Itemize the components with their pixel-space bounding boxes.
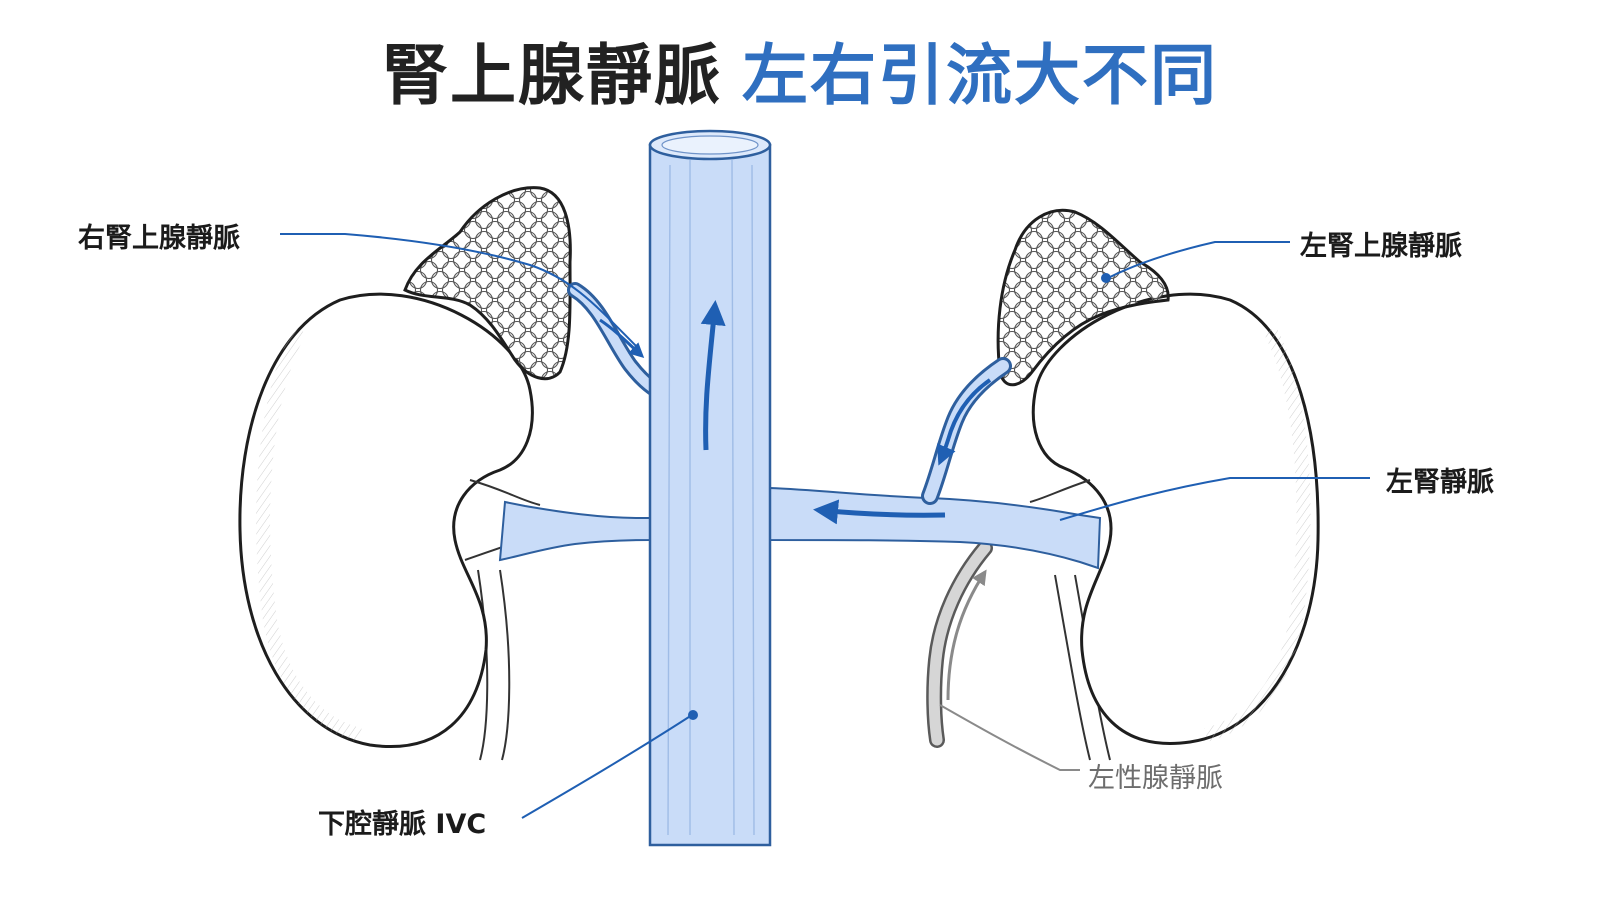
left-kidney [1029, 292, 1320, 745]
label-left-gonadal-vein: 左性腺靜脈 [1088, 763, 1223, 794]
label-left-adrenal-vein: 左腎上腺靜脈 [1300, 231, 1462, 262]
leader-dot-left-adrenal [1101, 273, 1111, 283]
leader-ivc [521, 714, 693, 819]
page-title: 腎上腺靜脈左右引流大不同 [0, 22, 1600, 118]
leader-dot-ivc [688, 710, 698, 720]
right-kidney [238, 292, 546, 748]
title-highlight: 左右引流大不同 [742, 37, 1218, 114]
leader-left-adrenal-vein [1107, 241, 1290, 279]
leader-left-renal-vein [1059, 477, 1370, 521]
inferior-vena-cava [648, 129, 772, 847]
label-right-adrenal-vein: 右腎上腺靜脈 [78, 223, 240, 254]
left-renal-flow-arrow [813, 499, 946, 525]
left-renal-vein [769, 486, 1102, 570]
left-adrenal-gland [996, 208, 1170, 387]
leader-right-adrenal-vein [280, 233, 641, 351]
leader-left-gonadal-vein [939, 704, 1080, 771]
gonadal-flow-arrow [946, 569, 987, 701]
left-gonadal-vein [926, 540, 993, 748]
right-adrenal-flow-arrow [599, 318, 645, 359]
right-ureter [477, 569, 511, 761]
label-left-renal-vein: 左腎靜脈 [1386, 467, 1494, 498]
right-renal-vein [498, 500, 651, 562]
right-adrenal-vein-fill [570, 285, 661, 395]
ivc-flow-arrow [700, 300, 726, 451]
title-main: 腎上腺靜脈 [382, 37, 722, 114]
left-adrenal-flow-arrow [937, 378, 992, 466]
label-ivc: 下腔靜脈 IVC [318, 809, 487, 840]
